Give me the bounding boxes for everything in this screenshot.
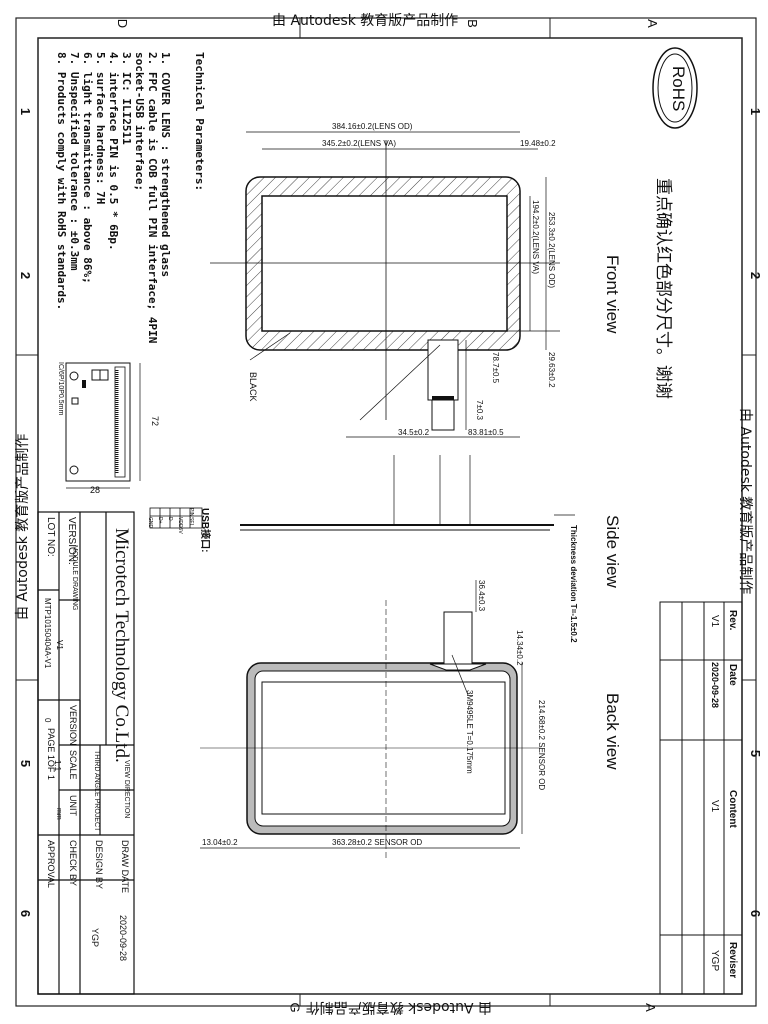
dim-va-h: 194.2±0.2(LENS VA)	[531, 200, 540, 275]
usb-sel-header: SEL	[188, 517, 194, 527]
dim-8381: 83.81±0.5	[468, 428, 504, 437]
tech-item-8: 7. Unspecified tolerance : ±0.3mm	[68, 52, 81, 271]
dim-7: 7±0.3	[475, 400, 484, 420]
frame-letter-g: G	[287, 1002, 303, 1013]
dim-od-h: 253.3±0.2(LENS OD)	[547, 212, 556, 288]
fpc-drawing	[65, 362, 141, 489]
tech-item-1: 1. COVER LENS : strengthened glass	[159, 52, 172, 278]
design-by-label: DESIGN BY	[94, 840, 104, 890]
tech-item-3: socket-USB interface;	[133, 52, 146, 192]
usb-row-3: D+	[157, 517, 163, 524]
frame-num-6-left: 6	[18, 909, 34, 918]
side-view	[240, 455, 575, 531]
watermark-left: 由 Autodesk 教育版产品制作	[15, 433, 31, 620]
view-direction: VIEW DIRECTION	[123, 760, 130, 819]
watermark-right: 由 Autodesk 教育版产品制作	[737, 408, 753, 595]
frame-num-1-left: 1	[18, 107, 34, 116]
dim-36328: 363.28±0.2 SENSOR OD	[332, 838, 423, 847]
approval-label: APPROVAL	[46, 840, 56, 888]
fpc-w: 72	[150, 415, 161, 427]
frame-num-5-left: 5	[18, 759, 34, 768]
tech-item-4: 3. IC: ILI2511	[120, 52, 133, 145]
unit-label: UNIT	[68, 795, 78, 816]
tech-item-9: 8. Products comply with RoHS standards.	[55, 52, 68, 311]
reviser-header: Reviser	[727, 942, 738, 979]
unit-value: mm	[55, 808, 62, 820]
label-black: BLACK	[248, 372, 258, 402]
projection-label: THIRD ANGLE PROJECT	[93, 750, 100, 832]
frame-num-2-left: 2	[18, 271, 34, 280]
lot-value: MTP10150404A-V1	[43, 598, 52, 669]
frame-letter-a: A	[644, 19, 660, 28]
dim-lens-va-w: 345.2±0.2(LENS VA)	[322, 139, 397, 148]
usb-table-grid	[149, 507, 203, 529]
title-block-grid	[37, 511, 135, 995]
side-view-label: Side view	[603, 515, 622, 588]
frame-letter-b: B	[464, 19, 480, 28]
back-view	[200, 580, 540, 860]
dim-78: 78.7±0.5	[491, 352, 500, 384]
front-view	[210, 131, 560, 438]
version2-label: VERSION	[68, 705, 78, 746]
dim-2963: 29.63±0.2	[547, 352, 556, 388]
tech-item-2: 2. FPC cable is COB full PIN interface; …	[146, 52, 159, 344]
rohs-label: RoHS	[669, 66, 688, 112]
tech-item-7: 6. light transmittance : above 86%;	[81, 52, 94, 284]
frame-letter-d: D	[115, 18, 131, 29]
page-label: PAGE 1OF 1	[46, 728, 56, 780]
check-by-label: CHECK BY	[68, 840, 78, 887]
fpc-ic-label: IC/6P/10P0.5mm	[57, 362, 64, 416]
watermark-bottom: 由 Autodesk 教育版产品制作	[305, 999, 492, 1015]
content-header: Content	[727, 790, 738, 828]
rev-header: Rev.	[727, 610, 738, 631]
date-value: 2020-09-28	[710, 662, 720, 709]
front-view-label: Front view	[603, 255, 622, 334]
dim-345: 34.5±0.2	[398, 428, 430, 437]
frame-letter-a2: A	[642, 1003, 658, 1012]
frame-num-5-right: 5	[748, 749, 764, 758]
date-header: Date	[727, 664, 738, 686]
usb-row-1: VDD5V	[177, 517, 183, 534]
rev-table-grid	[659, 601, 743, 995]
back-view-label: Back view	[603, 693, 622, 770]
dim-lens-od-w: 384.16±0.2(LENS OD)	[332, 122, 413, 131]
design-by-value: YGP	[90, 928, 100, 948]
dim-21468: 214.68±0.2 SENSOR OD	[537, 700, 546, 791]
draw-date-label: DRAW DATE	[120, 840, 130, 893]
rev-value: V1	[709, 615, 720, 628]
usb-row-2: D-	[167, 517, 173, 523]
draw-date-value: 2020-09-28	[118, 915, 128, 962]
version2-value: 0	[43, 718, 52, 723]
tech-item-6: 5. surface hardness: 7H	[94, 52, 107, 205]
usb-row-4: GND	[147, 517, 153, 529]
version-label: VERSION:	[66, 517, 77, 565]
outer-frame	[15, 17, 757, 1007]
thickness-note: Thickness deviation T=-1.5±0.2	[569, 525, 578, 643]
frame-num-6-right: 6	[748, 909, 764, 918]
scale-label: SCALE	[68, 750, 78, 780]
tech-item-5: 4. interface PIN is 0.5 * 6Bp.	[107, 52, 120, 251]
frame-num-1-right: 1	[748, 107, 764, 116]
fpc-h: 28	[90, 485, 101, 495]
version-value: V1	[55, 640, 64, 650]
tech-title: Technical Parameters:	[193, 52, 206, 192]
dim-1434: 14.34±0.2	[515, 630, 524, 666]
rohs-logo	[652, 47, 698, 129]
tape-label: 3M9495LE T=0.175mm	[465, 690, 474, 774]
usb-title: USB接口:	[199, 508, 210, 553]
content-value: V1	[709, 800, 720, 813]
header-note: 重点确认红色部分尺寸。谢谢	[653, 178, 673, 399]
reviser-value: YGP	[709, 950, 720, 972]
dim-edge: 19.48±0.2	[520, 139, 556, 148]
frame-num-2-right: 2	[748, 271, 764, 280]
lot-label: LOT NO:	[45, 517, 56, 557]
company-name: Microtech Technology Co.Ltd.	[111, 528, 132, 763]
watermark-top: 由 Autodesk 教育版产品制作	[272, 13, 459, 29]
dim-3643: 36.4±0.3	[477, 580, 486, 612]
usb-pin-header: PIN	[188, 508, 194, 517]
dim-1304: 13.04±0.2	[202, 838, 238, 847]
